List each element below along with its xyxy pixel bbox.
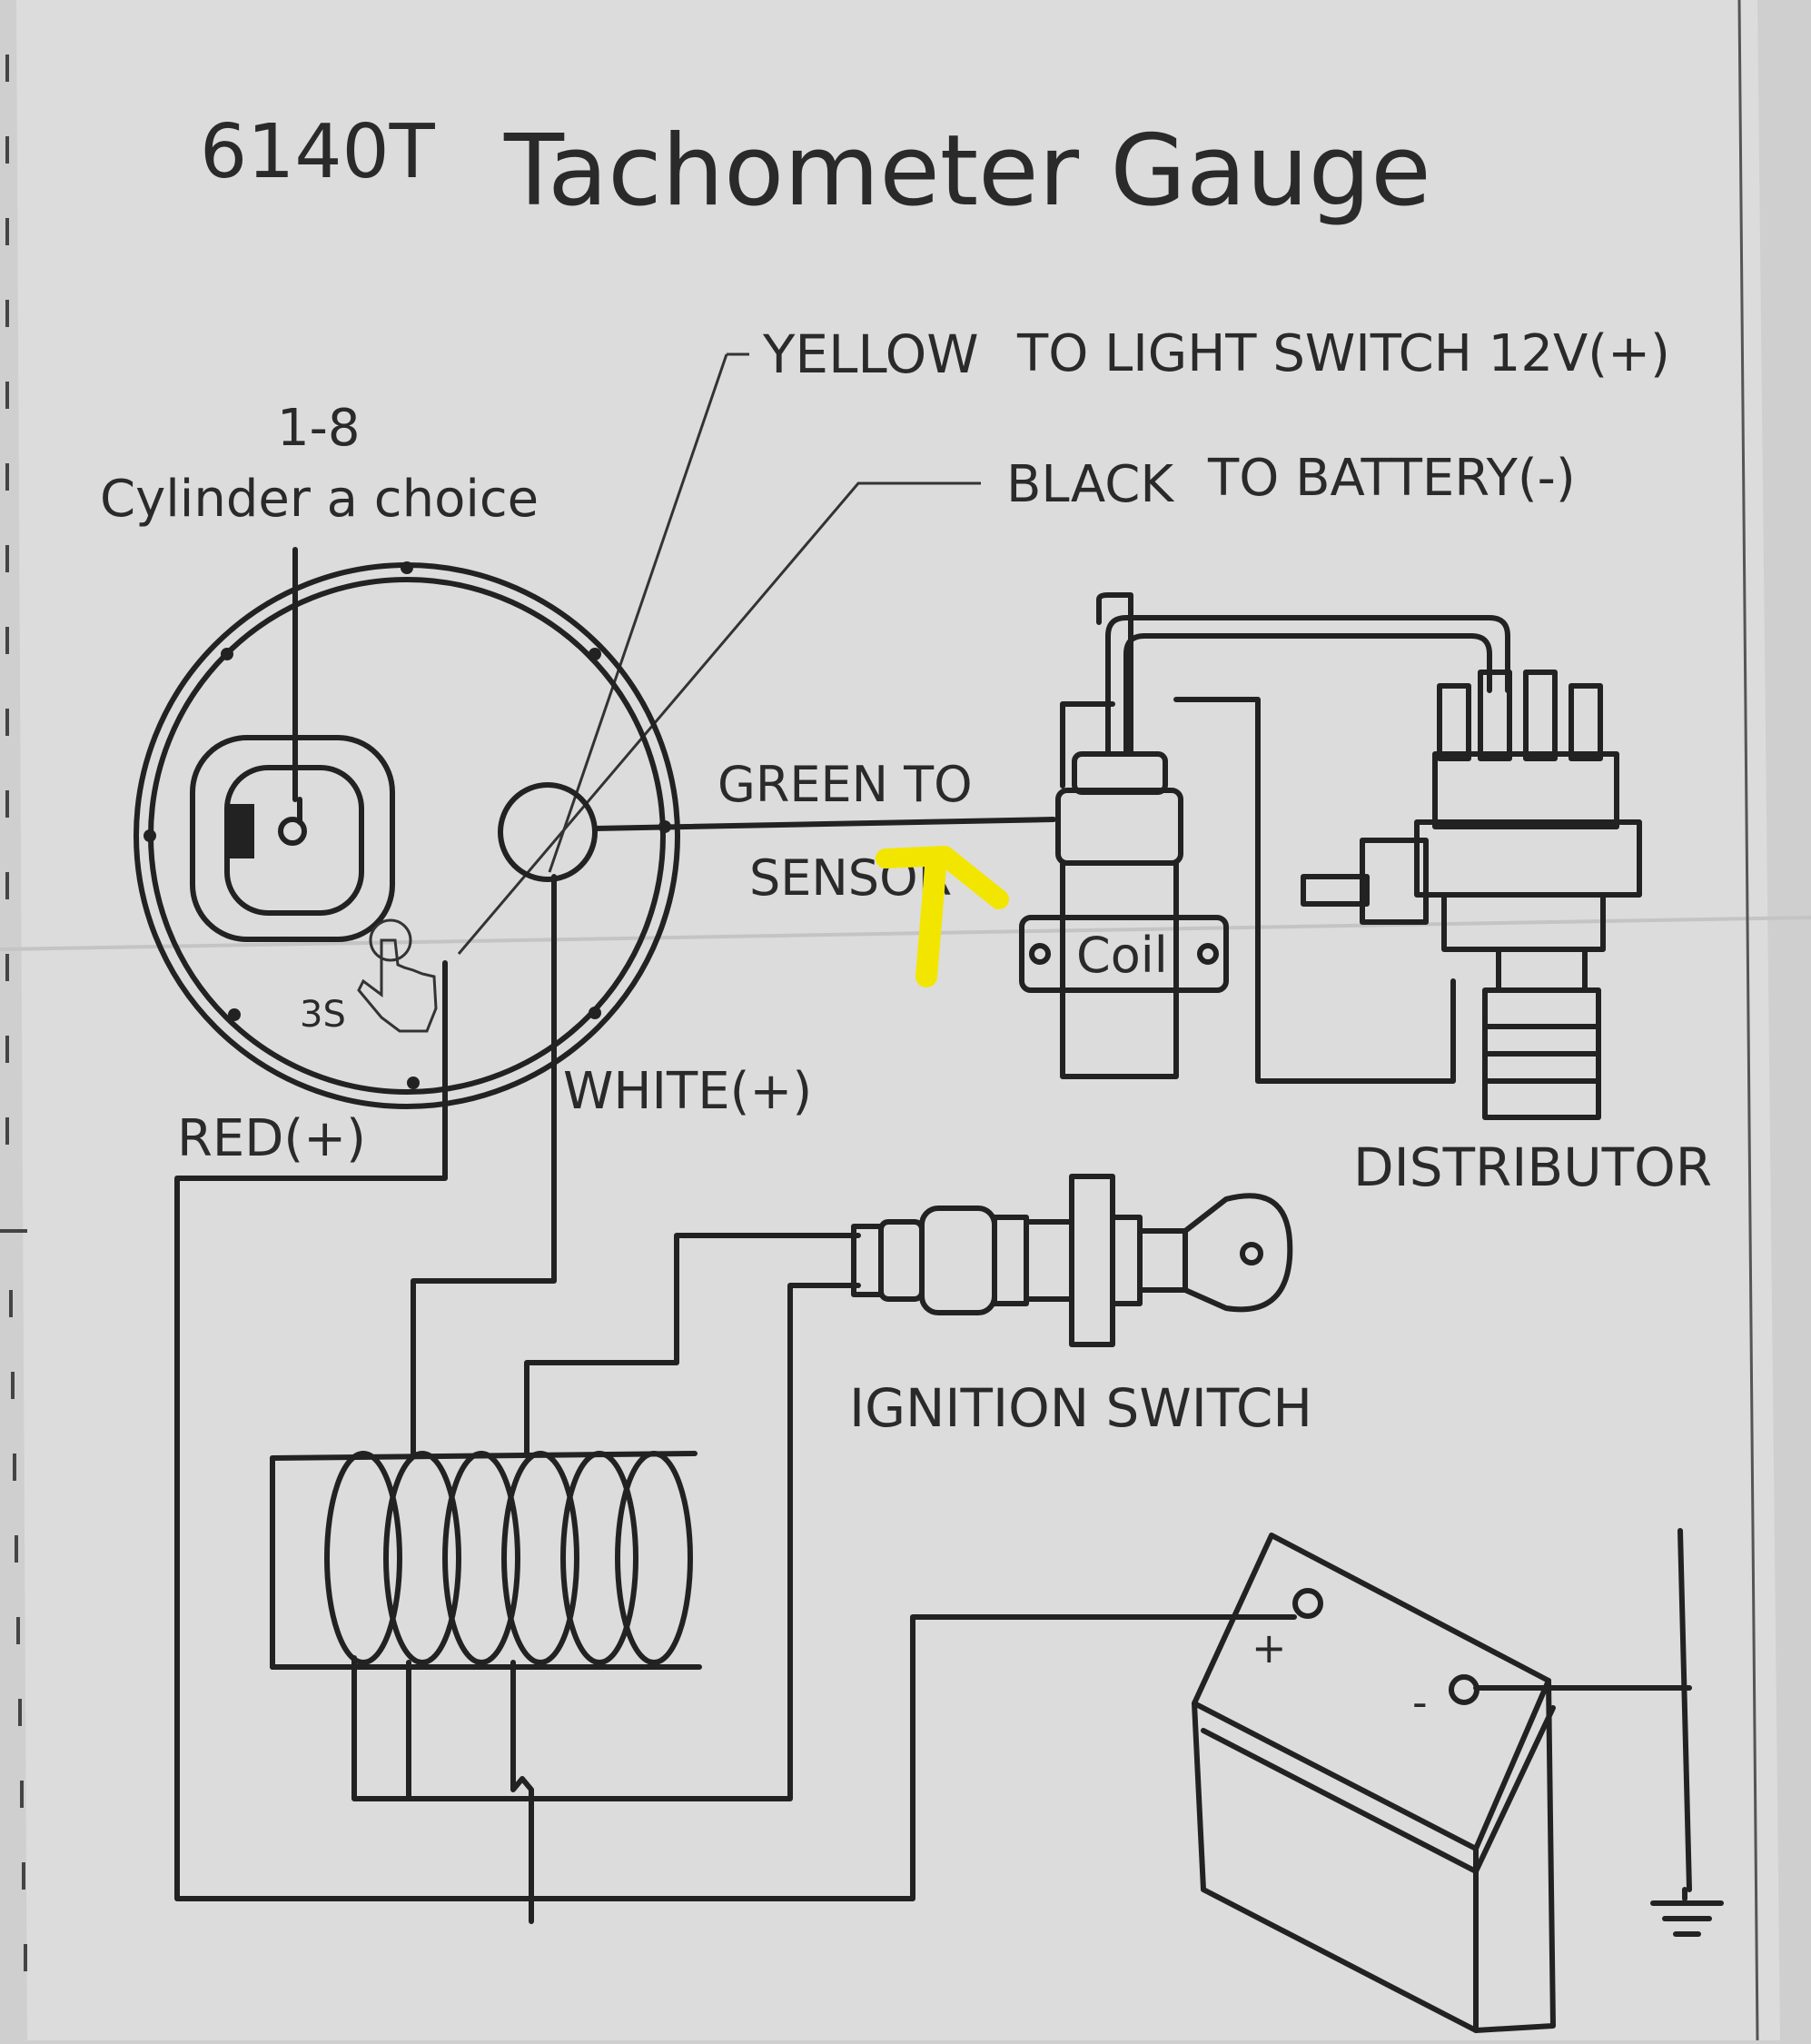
ignition-wire-2 [351, 1283, 861, 1801]
yellow-label: YELLOW [762, 323, 979, 385]
battery-minus-label: - [1412, 1678, 1428, 1727]
press-time-label: 3S [300, 994, 346, 1036]
green-wire [592, 817, 1056, 831]
yellow-desc: TO LIGHT SWITCH 12V(+) [1016, 324, 1670, 383]
white-wire [411, 874, 557, 1456]
edge-tick-marks [0, 55, 27, 1971]
coil-label: Coil [1076, 927, 1168, 984]
black-wire-leader [457, 481, 981, 955]
black-label: BLACK [1006, 455, 1174, 514]
white-label: WHITE(+) [563, 1062, 812, 1121]
ignition-switch [851, 1174, 1293, 1347]
battery-plus-label: + [1252, 1623, 1287, 1672]
ground-icon [1650, 1887, 1724, 1937]
red-label: RED(+) [177, 1109, 366, 1168]
paper-edge-line [1737, 0, 1759, 2041]
yellow-wire-leader [548, 353, 728, 873]
pointing-hand-icon [357, 918, 438, 1033]
ignition-wire-1 [524, 1233, 861, 1456]
distributor-label: DISTRIBUTOR [1353, 1136, 1712, 1198]
ignition-switch-label: IGNITION SWITCH [849, 1377, 1312, 1439]
paper-background [16, 0, 1780, 2040]
distributor [1301, 670, 1642, 1120]
cylinder-choice: Cylinder a choice [100, 470, 539, 529]
title-name: Tachometer Gauge [503, 114, 1431, 228]
ignition-coil: Coil [1019, 592, 1510, 1084]
battery: + - [1192, 1533, 1556, 2033]
tachometer-gauge: 3S [134, 547, 680, 1109]
cylinder-range: 1-8 [277, 399, 360, 458]
highlight-arrow-icon [876, 846, 1009, 987]
ground-post [1677, 1528, 1692, 1892]
green-label-line1: GREEN TO [717, 756, 973, 813]
ballast-resistor [270, 1451, 702, 1924]
paper-fold-line [0, 916, 1811, 951]
red-wire [174, 960, 1297, 1901]
black-desc: TO BATTERY(-) [1207, 449, 1576, 508]
title-model: 6140T [200, 109, 436, 195]
